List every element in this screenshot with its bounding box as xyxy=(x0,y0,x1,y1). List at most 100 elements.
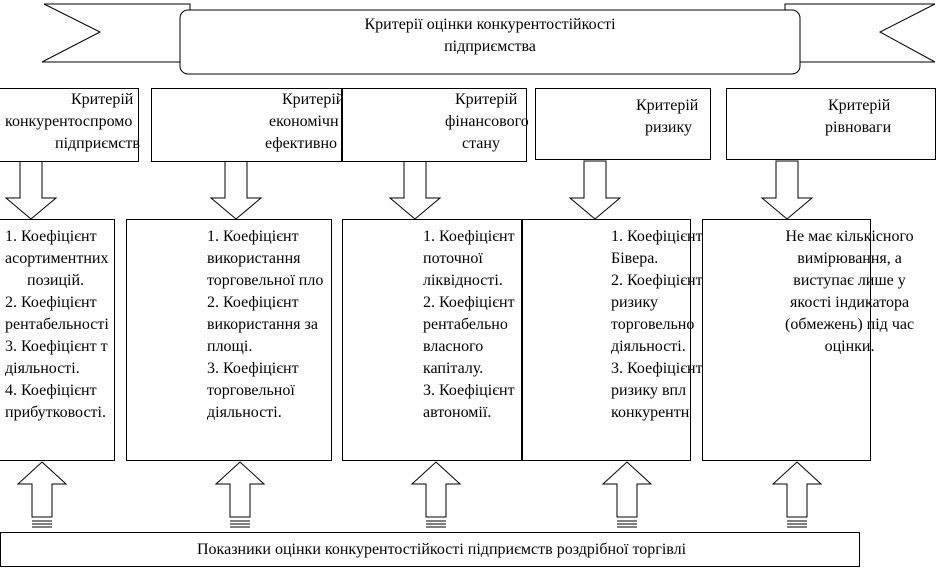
criterion-line: Критерій xyxy=(71,91,134,108)
ribbon-right-tail xyxy=(784,3,936,63)
up-arrow-1 xyxy=(16,461,68,528)
banner-title: Критерії оцінки конкурентостійкості підп… xyxy=(300,14,680,58)
criterion-text: Критерій xyxy=(828,95,890,117)
detail-line: виступає лише у xyxy=(793,272,906,289)
criterion-text: ефективно xyxy=(265,133,337,155)
detail-line: площі. xyxy=(207,338,253,355)
banner-title-line1: Критерії оцінки конкурентостійкості xyxy=(364,16,616,33)
down-arrow-4 xyxy=(568,160,622,220)
banner-ribbon xyxy=(41,3,936,75)
criterion-line: рівноваги xyxy=(825,119,892,136)
criterion-box-equilibrium: Критерій рівноваги xyxy=(726,88,936,160)
detail-line: 1. Коефіцієнт xyxy=(611,228,703,245)
criterion-text: економічн xyxy=(269,111,339,133)
detail-line: власного xyxy=(423,338,484,355)
detail-line: діяльності. xyxy=(5,360,80,377)
criterion-text: ризику xyxy=(645,117,692,139)
detail-line: торговельно xyxy=(611,316,695,333)
detail-box-risk: 1. Коефіцієнт Бівера. 2. Коефіцієнт ризи… xyxy=(522,219,703,461)
detail-line: вимірювання, а xyxy=(797,250,902,267)
detail-text: Не має кількісного вимірювання, а виступ… xyxy=(785,226,914,358)
criterion-text: Критерій xyxy=(636,95,698,117)
down-arrows xyxy=(4,160,814,220)
detail-line: оцінки. xyxy=(824,338,875,355)
criterion-line: ефективно xyxy=(265,135,337,152)
detail-line: 2. Коефіцієнт xyxy=(5,294,97,311)
detail-line: рентабельності xyxy=(5,316,109,333)
detail-box-equilibrium: Не має кількісного вимірювання, а виступ… xyxy=(702,219,914,461)
criterion-line: стану xyxy=(462,135,500,152)
detail-line: 3. Коефіцієнт xyxy=(207,360,299,377)
criterion-text: підприємств xyxy=(55,133,140,155)
criterion-box-efficiency: Критерій економічн ефективно xyxy=(151,88,344,162)
detail-line: 3. Коефіцієнт т xyxy=(5,338,108,355)
criterion-line: Критерій xyxy=(455,91,518,108)
detail-line: використання за xyxy=(207,316,318,333)
ribbon-left-tail xyxy=(41,3,191,63)
detail-line: Бівера. xyxy=(611,250,659,267)
detail-line: торговельної пло xyxy=(207,272,324,289)
detail-line: ліквідності. xyxy=(423,272,503,289)
criterion-text: Критерій xyxy=(455,89,517,111)
up-arrow-5 xyxy=(771,461,823,528)
detail-line: капіталу. xyxy=(423,360,484,377)
detail-line: діяльності. xyxy=(207,404,282,421)
criterion-line: Критерій xyxy=(636,97,699,114)
detail-line: 2. Коефіцієнт xyxy=(207,294,299,311)
criterion-box-risk: Критерій ризику xyxy=(535,88,711,160)
detail-text: 1. Коефіцієнт використання торговельної … xyxy=(207,226,323,424)
criterion-line: підприємств xyxy=(55,135,140,152)
criterion-box-competitiveness: Критерій конкурентоспромо підприємств xyxy=(0,88,140,162)
detail-line: поточної xyxy=(423,250,483,267)
detail-line: прибутковості. xyxy=(5,404,106,421)
detail-line: ризику xyxy=(611,294,658,311)
detail-line: 1. Коефіцієнт xyxy=(423,228,515,245)
detail-line: позицій. xyxy=(27,272,85,289)
detail-box-financial: 1. Коефіцієнт поточної ліквідності. 2. К… xyxy=(342,219,522,461)
detail-text: 1. Коефіцієнт Бівера. 2. Коефіцієнт ризи… xyxy=(611,226,703,424)
criterion-line: економічн xyxy=(269,113,339,130)
down-arrow-1 xyxy=(4,160,58,220)
criterion-line: конкурентоспромо xyxy=(5,113,133,130)
detail-line: (обмежень) під час xyxy=(785,316,915,333)
detail-text: 1. Коефіцієнт асортиментних позицій. 2. … xyxy=(5,226,109,424)
detail-line: 1. Коефіцієнт xyxy=(5,228,97,245)
detail-text: 1. Коефіцієнт поточної ліквідності. 2. К… xyxy=(423,226,515,424)
criterion-text: стану xyxy=(462,133,500,155)
criterion-text: рівноваги xyxy=(825,117,891,139)
detail-box-competitiveness: 1. Коефіцієнт асортиментних позицій. 2. … xyxy=(0,219,115,461)
down-arrow-3 xyxy=(388,160,442,220)
detail-line: ризику впл xyxy=(611,382,687,399)
detail-line: якості індикатора xyxy=(790,294,910,311)
criterion-line: ризику xyxy=(645,119,692,136)
bottom-indicators-bar: Показники оцінки конкурентостійкості під… xyxy=(0,532,860,567)
criterion-line: Критерій xyxy=(282,91,345,108)
up-arrows xyxy=(16,461,823,528)
up-arrow-3 xyxy=(410,461,462,528)
detail-box-efficiency: 1. Коефіцієнт використання торговельної … xyxy=(126,219,332,461)
detail-line: 3. Коефіцієнт xyxy=(423,382,515,399)
detail-line: торговельної xyxy=(207,382,295,399)
up-arrow-4 xyxy=(601,461,653,528)
detail-line: 4. Коефіцієнт xyxy=(5,382,97,399)
detail-line: Не має кількісного xyxy=(785,228,914,245)
detail-line: 2. Коефіцієнт xyxy=(423,294,515,311)
bottom-indicators-label: Показники оцінки конкурентостійкості під… xyxy=(197,541,687,558)
down-arrow-5 xyxy=(760,160,814,220)
down-arrow-2 xyxy=(209,160,263,220)
criterion-text: конкурентоспромо xyxy=(5,111,132,133)
criterion-box-financial: Критерій фінансового стану xyxy=(342,88,529,162)
criterion-text: Критерій xyxy=(282,89,344,111)
criterion-text: Критерій xyxy=(71,89,133,111)
detail-line: рентабельно xyxy=(423,316,508,333)
detail-line: 1. Коефіцієнт xyxy=(207,228,299,245)
detail-line: діяльності. xyxy=(611,338,686,355)
criterion-line: фінансового xyxy=(445,113,529,130)
detail-line: використання xyxy=(207,250,301,267)
detail-line: 2. Коефіцієнт xyxy=(611,272,703,289)
detail-line: автономії. xyxy=(423,404,492,421)
criterion-line: Критерій xyxy=(828,97,891,114)
detail-line: асортиментних xyxy=(5,250,109,267)
detail-line: конкурентн xyxy=(611,404,690,421)
